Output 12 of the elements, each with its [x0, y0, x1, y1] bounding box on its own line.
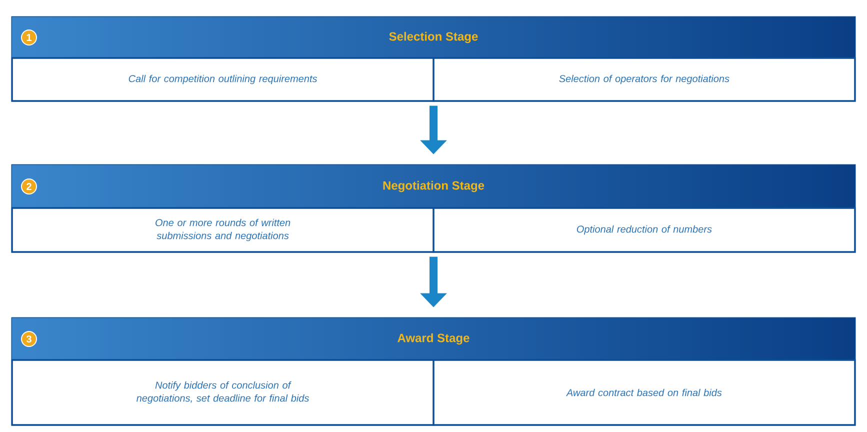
- stage-heading: Negotiation Stage: [383, 180, 484, 192]
- number-badge: 2: [21, 178, 37, 194]
- number-badge: 1: [21, 30, 37, 46]
- number-badge: 3: [21, 331, 37, 347]
- text-cell: Notify bidders of conclusion of negotiations, set deadline for final bids: [11, 359, 434, 426]
- text-cell: Optional reduction of numbers: [432, 207, 856, 253]
- text-cell: Award contract based on final bids: [432, 359, 856, 426]
- stage-heading: Selection Stage: [389, 32, 478, 44]
- text-cell: Call for competition outlining requirements: [11, 57, 434, 102]
- stage-heading: Award Stage: [398, 333, 470, 345]
- text-cell: Selection of operators for negotiations: [432, 57, 856, 102]
- text-cell: One or more rounds of written submissions and negotiations: [11, 207, 434, 253]
